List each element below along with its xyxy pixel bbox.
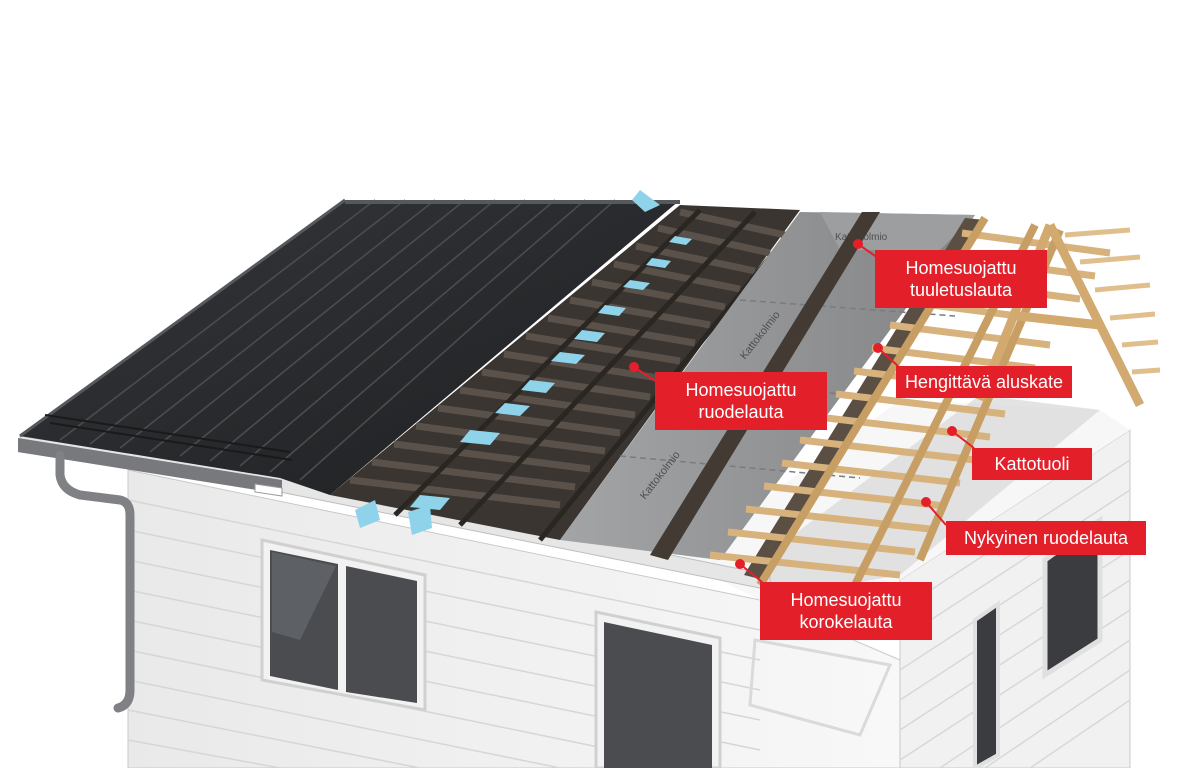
callout-line: korokelauta [799, 612, 893, 632]
callout-line: ruodelauta [698, 402, 784, 422]
callout-aluskate: Hengittävä aluskate [896, 366, 1072, 398]
attic-shadow [760, 395, 1100, 600]
leaders [629, 239, 975, 583]
callout-line: Nykyinen ruodelauta [963, 528, 1129, 548]
callout-kattotuoli: Kattotuoli [972, 448, 1092, 480]
batten-section [330, 190, 807, 542]
callout-tuuletuslauta: Homesuojattu tuuletuslauta [875, 250, 1047, 308]
callout-line: Hengittävä aluskate [904, 372, 1064, 392]
callout-line: Kattotuoli [994, 454, 1070, 474]
callout-line: Homesuojattu [685, 380, 797, 400]
window-left [260, 538, 427, 712]
steel-roof [19, 198, 680, 495]
gutter [18, 438, 283, 713]
callout-line: tuuletuslauta [909, 280, 1013, 300]
attic-opening [748, 638, 893, 737]
callout-nykyinen: Nykyinen ruodelauta [946, 521, 1146, 555]
callout-line: Homesuojattu [790, 590, 902, 610]
callout-line: Homesuojattu [905, 258, 1017, 278]
callout-korokelauta: Homesuojattu korokelauta [760, 582, 932, 640]
window-right [594, 610, 722, 768]
callout-ruodelauta: Homesuojattu ruodelauta [655, 372, 827, 430]
